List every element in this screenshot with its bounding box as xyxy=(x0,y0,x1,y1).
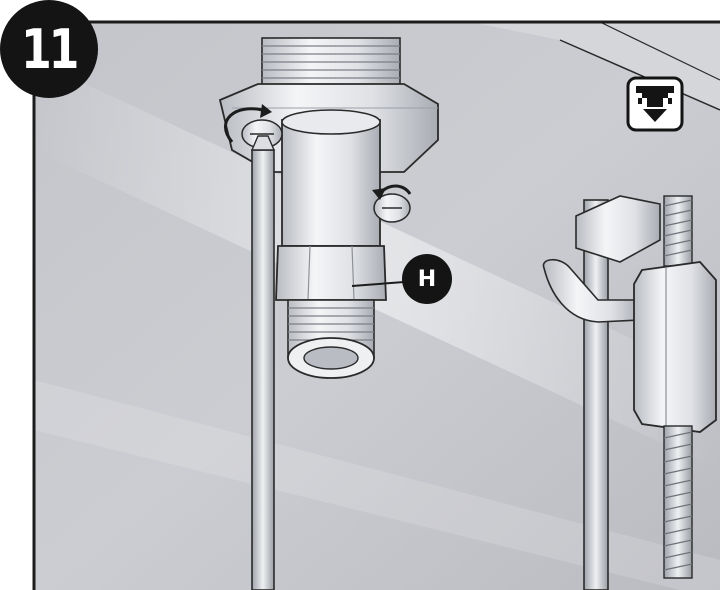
rotate-arrow-icon xyxy=(224,104,272,143)
part-callout-h: H xyxy=(402,254,452,304)
step-number-badge: 11 xyxy=(0,0,98,98)
threaded-bolt xyxy=(633,195,717,579)
faucet-shank-h xyxy=(218,37,439,379)
mounting-rod xyxy=(542,195,661,590)
under-sink-view-icon xyxy=(626,76,684,132)
rotate-arrow-icon-2 xyxy=(372,184,412,200)
step-number: 11 xyxy=(21,17,79,81)
part-callout-label: H xyxy=(417,266,437,292)
screwdriver xyxy=(250,135,276,590)
callout-leader-line xyxy=(351,281,405,287)
